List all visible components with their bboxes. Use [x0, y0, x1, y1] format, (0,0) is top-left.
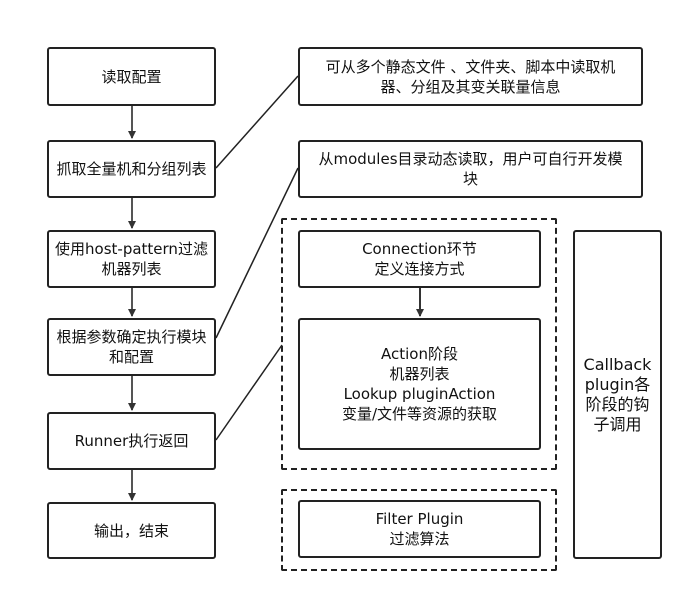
connection-stage-title: Connection环节: [362, 240, 477, 258]
connection-stage-box: Connection环节 定义连接方式: [298, 230, 541, 288]
flow-step-runner: Runner执行返回: [47, 412, 216, 470]
action-stage-line-hosts: 机器列表: [389, 365, 450, 383]
filter-plugin-box: Filter Plugin 过滤算法: [298, 500, 541, 558]
filter-plugin-title: Filter Plugin: [375, 510, 464, 528]
connection-stage-desc: 定义连接方式: [374, 260, 465, 278]
flow-step-filter-hosts-label: 使用host-pattern过滤机器列表: [55, 240, 208, 278]
note-inventory-sources-text: 可从多个静态文件 、文件夹、脚本中读取机器、分组及其变关联量信息: [325, 57, 616, 96]
flow-step-determine-module: 根据参数确定执行模块和配置: [47, 318, 216, 376]
filter-plugin-group: [281, 489, 557, 571]
flow-step-read-config-label: 读取配置: [101, 67, 162, 86]
action-stage-title: Action阶段: [381, 345, 458, 363]
flow-step-filter-hosts: 使用host-pattern过滤机器列表: [47, 230, 216, 288]
note-modules-loading: 从modules目录动态读取，用户可自行开发模块: [298, 140, 643, 198]
action-stage-line-resources: 变量/文件等资源的获取: [341, 405, 498, 423]
filter-plugin-desc: 过滤算法: [389, 530, 450, 548]
callback-plugin-line1: Callback: [583, 354, 652, 374]
flow-step-fetch-hosts-label: 抓取全量机和分组列表: [56, 160, 207, 178]
callback-plugin-box: Callback plugin各 阶段的钩 子调用: [573, 230, 662, 559]
line-step5-to-runner-group: [215, 344, 283, 441]
callback-plugin-line4: 子调用: [593, 414, 642, 434]
line-step2-to-inventory-note: [215, 75, 299, 169]
flow-step-read-config: 读取配置: [47, 47, 216, 106]
flow-step-fetch-hosts: 抓取全量机和分组列表: [47, 140, 216, 198]
callback-plugin-line3: 阶段的钩: [585, 394, 650, 414]
note-modules-loading-text: 从modules目录动态读取，用户可自行开发模块: [318, 150, 623, 188]
flow-step-determine-module-label: 根据参数确定执行模块和配置: [56, 328, 207, 366]
action-stage-box: Action阶段 机器列表 Lookup pluginAction 变量/文件等…: [298, 318, 541, 450]
action-stage-line-lookup: Lookup pluginAction: [343, 385, 496, 403]
flow-step-output-end-label: 输出，结束: [93, 521, 169, 540]
callback-plugin-line2: plugin各: [584, 374, 651, 394]
note-inventory-sources: 可从多个静态文件 、文件夹、脚本中读取机器、分组及其变关联量信息: [298, 47, 643, 106]
runner-plugin-group: [281, 218, 557, 470]
flow-step-output-end: 输出，结束: [47, 502, 216, 559]
flow-step-runner-label: Runner执行返回: [74, 432, 189, 450]
